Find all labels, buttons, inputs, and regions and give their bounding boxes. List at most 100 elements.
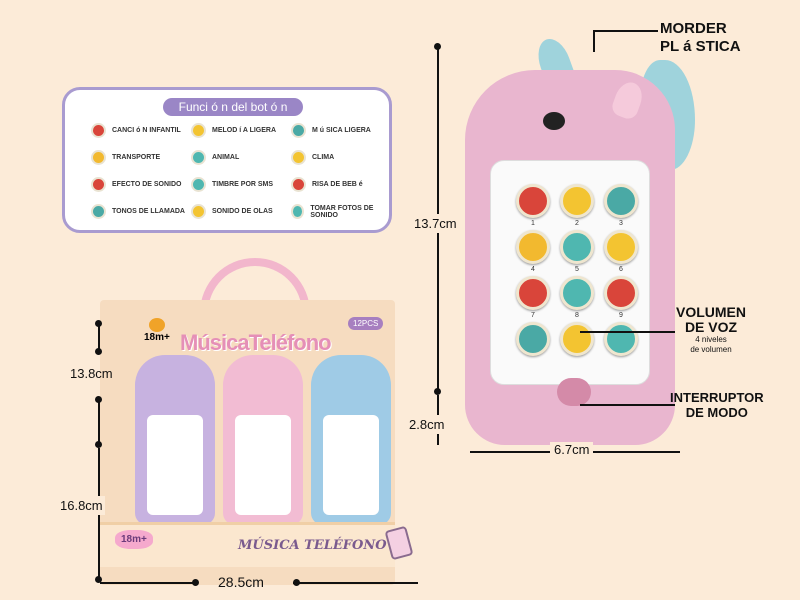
moon-icon [291,123,306,138]
callout-text: DE VOZ [684,319,738,335]
box-lower-height-label: 16.8cm [58,496,105,515]
button-number: 7 [531,312,535,319]
piano-button[interactable] [560,184,594,218]
phone-width-label: 6.7cm [550,442,594,457]
box-upper-height-label: 13.8cm [70,366,113,381]
moon-button[interactable] [604,184,638,218]
box-dim-line [98,322,100,350]
callout-bite-plastic: MORDER PL á STICA [660,20,741,56]
callout-text: DE MODO [685,405,748,420]
dim-pin [192,579,199,586]
button-number: 5 [575,266,579,273]
bear-age-badge: 18m+ [144,318,170,343]
boxed-phone-screen [147,415,203,515]
dim-pin [95,320,102,327]
horn-callout-line [593,30,658,52]
car-button[interactable] [516,230,550,264]
button-number: 4 [531,266,535,273]
music-note-button[interactable] [516,184,550,218]
legend-item: RISA DE BEB é [291,177,363,192]
legend-item: M ú SICA LIGERA [291,123,371,138]
boxed-phone-screen [235,415,291,515]
callout-text: VOLUMEN [676,304,746,320]
dim-pin [434,388,441,395]
button-number: 2 [575,220,579,227]
legend-item: TRANSPORTE [91,150,160,165]
dim-pin [434,43,441,50]
callout-text: PL á STICA [660,38,741,55]
legend-item: ANIMAL [191,150,239,165]
box-width-label: 28.5cm [218,574,264,590]
phone-icon [91,204,106,219]
chat-icon [191,177,206,192]
volume-callout-line [580,331,675,333]
legend-item-label: ANIMAL [212,154,240,161]
front-age-star: 18m+ [115,530,153,549]
legend-item-label: M ú SICA LIGERA [312,127,371,134]
legend-item-label: TOMAR FOTOS DE SONIDO [310,204,374,219]
box-dim-line [98,398,100,443]
box-age-label: 18m+ [144,332,170,343]
legend-item-label: MELOD í A LIGERA [212,127,277,134]
callout-volume: VOLUMEN DE VOZ 4 niveles de volumen [676,305,746,355]
button-number: 9 [619,312,623,319]
front-title: MÚSICA TELÉFONO [238,538,387,553]
pcs-badge: 12PCS [348,317,384,330]
bell-button[interactable] [516,276,550,310]
dim-pin [95,348,102,355]
button-number: 6 [619,266,623,273]
boxed-phone-screen [323,415,379,515]
legend-item-label: TONOS DE LLAMADA [112,208,185,215]
legend-item: EFECTO DE SONIDO [91,177,182,192]
callout-text: MORDER [660,20,727,37]
legend-item-label: RISA DE BEB é [312,181,363,188]
box-title: MúsicaTeléfono [180,330,332,355]
wave-button[interactable] [560,322,594,356]
dim-pin [95,396,102,403]
music-note-icon [91,123,106,138]
legend-item-label: TIMBRE POR SMS [212,181,274,188]
baby-button[interactable] [604,276,638,310]
unicorn-eye [543,112,565,130]
legend-item: MELOD í A LIGERA [191,123,276,138]
wave-icon [191,204,206,219]
button-number: 1 [531,220,535,227]
rainbow-header [200,258,310,328]
legend-item: TIMBRE POR SMS [191,177,273,192]
cloud-button[interactable] [604,230,638,264]
cloud-icon [291,150,306,165]
legend-item-label: EFECTO DE SONIDO [112,181,182,188]
camera-button[interactable] [604,322,638,356]
bell-icon [91,177,106,192]
cat-icon [191,150,206,165]
legend-item-label: CLIMA [312,154,335,161]
legend-title: Funci ó n del bot ó n [163,98,303,116]
bear-icon [148,318,165,332]
button-number: 8 [575,312,579,319]
car-icon [91,150,106,165]
dim-pin [95,576,102,583]
dim-pin [95,441,102,448]
legend-item-label: SONIDO DE OLAS [212,208,273,215]
boxed-phone-toy [135,355,215,525]
cat-button[interactable] [560,230,594,264]
legend-item: TOMAR FOTOS DE SONIDO [291,204,389,219]
legend-item: SONIDO DE OLAS [191,204,273,219]
mode-switch-heart-button[interactable] [557,378,591,406]
baby-icon [291,177,306,192]
phone-height-label: 13.7cm [412,214,459,233]
mode-callout-line [580,404,675,406]
callout-subtext: 4 niveles [695,335,727,344]
boxed-phone-toy [311,355,391,525]
callout-subtext: de volumen [690,345,732,354]
button-number: 3 [619,220,623,227]
button-function-legend: Funci ó n del bot ó n CANCI ó N INFANTIL… [62,87,392,233]
box-width-line [100,582,195,584]
legend-item-label: TRANSPORTE [112,154,161,161]
phone-bottom-label: 2.8cm [407,415,447,434]
chat-button[interactable] [560,276,594,310]
phone-button[interactable] [516,322,550,356]
legend-item-label: CANCI ó N INFANTIL [112,127,181,134]
legend-item: CANCI ó N INFANTIL [91,123,181,138]
boxed-phone-toy [223,355,303,525]
